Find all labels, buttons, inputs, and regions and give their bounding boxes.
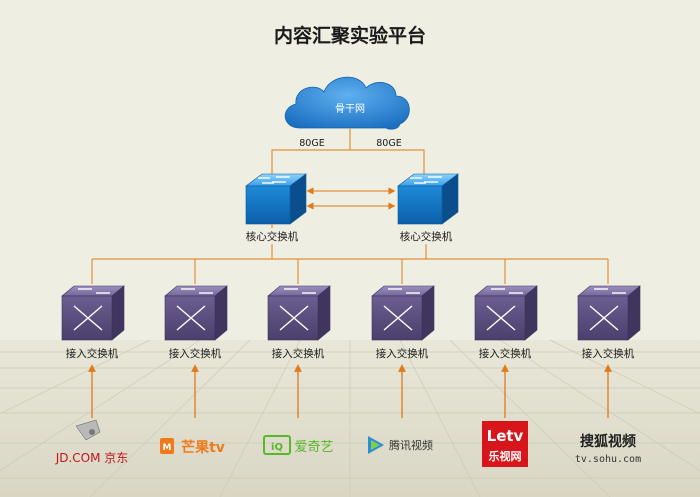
- core-switch-1-label: 核心交换机: [246, 230, 299, 243]
- uplinks: [271, 128, 425, 176]
- floor-grid: [0, 339, 700, 497]
- access-switch-2-label: 接入交换机: [169, 347, 222, 360]
- source-jd-name: JD.COM 京东: [55, 451, 129, 465]
- access-switch-6: [577, 285, 641, 341]
- access-switch-4: [371, 285, 435, 341]
- access-switch-6-label: 接入交换机: [582, 347, 635, 360]
- backbone-label: 骨干网: [335, 103, 365, 115]
- core-switch-1: [245, 173, 307, 225]
- page-title: 内容汇聚实验平台: [274, 24, 426, 47]
- access-switch-3: [267, 285, 331, 341]
- source-iqiyi-name: 爱奇艺: [294, 439, 333, 455]
- access-switch-1-label: 接入交换机: [66, 347, 119, 360]
- source-arrows: [88, 364, 612, 418]
- source-logo-letv: Letv 乐视网: [482, 421, 528, 467]
- access-switch-5: [474, 285, 538, 341]
- access-switch-4-label: 接入交换机: [376, 347, 429, 360]
- access-switch-3-label: 接入交换机: [272, 347, 325, 360]
- core-switch-2: [397, 173, 459, 225]
- source-logo-tencent: 腾讯视频: [368, 436, 433, 454]
- source-sohu-url: tv.sohu.com: [575, 454, 641, 465]
- letv-brand-bottom: 乐视网: [489, 449, 522, 463]
- distribution-bus: [91, 224, 609, 284]
- letv-brand-top: Letv: [487, 427, 524, 445]
- left-link-speed: 80GE: [299, 138, 324, 149]
- access-switch-5-label: 接入交换机: [479, 347, 532, 360]
- source-tencent-name: 腾讯视频: [389, 438, 433, 452]
- access-switch-1: [61, 285, 125, 341]
- source-mango-name: 芒果tv: [181, 439, 225, 456]
- source-sohu-name: 搜狐视频: [580, 433, 636, 450]
- access-switch-2: [164, 285, 228, 341]
- core-switch-2-label: 核心交换机: [400, 230, 453, 243]
- source-logo-mango: M 芒果tv: [160, 438, 225, 456]
- source-logo-sohu: 搜狐视频 tv.sohu.com: [575, 433, 641, 465]
- iqiyi-icon: iQ: [271, 442, 283, 453]
- right-link-speed: 80GE: [376, 138, 401, 149]
- mango-icon: M: [163, 443, 172, 453]
- source-logo-jd: JD.COM 京东: [55, 419, 129, 465]
- backbone-cloud: 骨干网: [284, 76, 410, 130]
- source-logo-iqiyi: iQ 爱奇艺: [263, 435, 334, 455]
